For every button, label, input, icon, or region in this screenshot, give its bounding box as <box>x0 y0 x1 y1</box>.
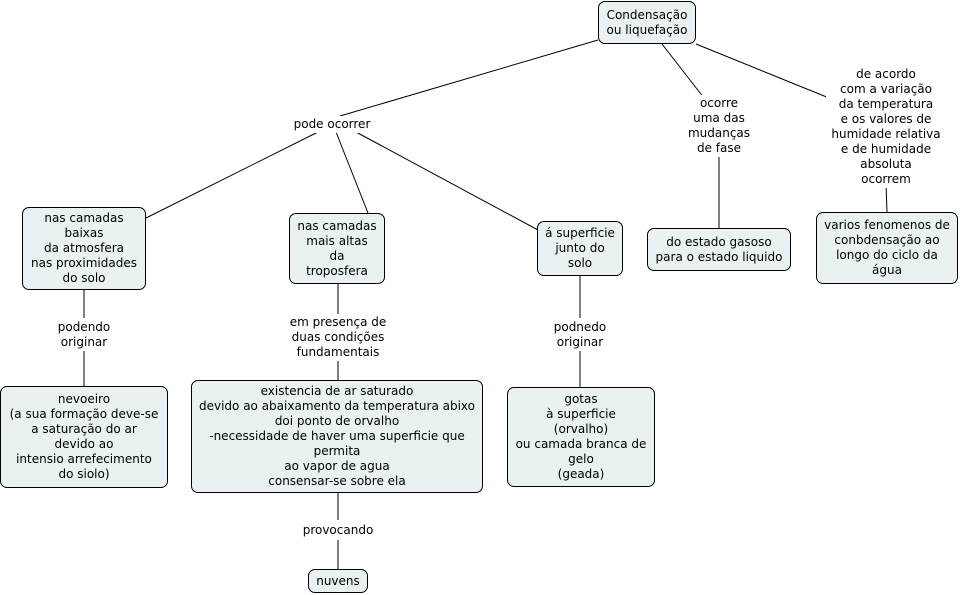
link-ocorre-mudancas: ocorre uma das mudanças de fase <box>679 95 759 157</box>
link-de-acordo: de acordo com a variação da temperatura … <box>826 66 946 188</box>
node-varios-fenomenos[interactable]: varios fenomenos de conbdensação ao long… <box>816 212 958 284</box>
connector-pode-ocorrer-altas <box>335 131 369 214</box>
connector-root-de-acordo <box>695 43 835 101</box>
node-superficie-solo[interactable]: á superficie junto do solo <box>537 221 623 276</box>
link-presenca-condicoes: em presença de duas condições fundamenta… <box>284 314 392 361</box>
node-nevoeiro[interactable]: nevoeiro (a sua formação deve-se a satur… <box>0 386 168 488</box>
connector-pode-ocorrer-superficie <box>355 131 539 231</box>
connector-root-pode-ocorrer <box>339 39 599 117</box>
node-nuvens[interactable]: nuvens <box>308 569 368 593</box>
link-provocando: provocando <box>296 522 380 539</box>
connector-root-ocorre <box>661 43 705 99</box>
link-podnedo-originar: podnedo originar <box>546 319 614 351</box>
node-camadas-altas[interactable]: nas camadas mais altas da troposfera <box>289 213 385 284</box>
node-camadas-baixas[interactable]: nas camadas baixas da atmosfera nas prox… <box>22 207 146 290</box>
node-estado-gasoso[interactable]: do estado gasoso para o estado liquido <box>647 228 791 271</box>
link-podendo-originar: podendo originar <box>50 319 118 351</box>
node-gotas[interactable]: gotas à superficie (orvalho) ou camada b… <box>507 387 655 487</box>
node-ar-saturado[interactable]: existencia de ar saturado devido ao abai… <box>191 380 483 493</box>
connector-de-acordo-fenomenos <box>885 183 888 213</box>
connector-pode-ocorrer-baixas <box>145 131 319 219</box>
root-node[interactable]: Condensação ou liquefação <box>598 1 696 44</box>
link-pode-ocorrer: pode ocorrer <box>288 116 376 133</box>
